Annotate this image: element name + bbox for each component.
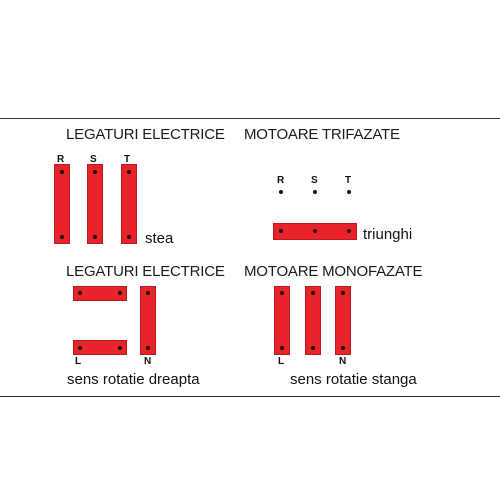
terminal-label-s: S <box>311 175 318 186</box>
terminal-dot <box>78 291 82 295</box>
terminal-label-l: L <box>75 356 82 367</box>
terminal-dot <box>341 346 345 350</box>
terminal-dot <box>279 190 283 194</box>
terminal-dot <box>146 291 150 295</box>
terminal-label-n: N <box>339 356 347 367</box>
terminal-dot <box>280 291 284 295</box>
terminal-dot <box>347 229 351 233</box>
terminal-dot <box>313 190 317 194</box>
left-rotation-caption: sens rotatie stanga <box>290 371 417 388</box>
bottom-horizontal-bar <box>73 340 127 355</box>
three-phase-title-right: MOTOARE TRIFAZATE <box>244 126 400 143</box>
terminal-label-s: S <box>90 154 97 165</box>
terminal-dot <box>127 235 131 239</box>
terminal-label-t: T <box>124 154 131 165</box>
terminal-dot <box>93 235 97 239</box>
single-phase-title-right: MOTOARE MONOFAZATE <box>244 263 423 280</box>
terminal-dot <box>313 229 317 233</box>
terminal-label-n: N <box>144 356 152 367</box>
single-phase-title-left: LEGATURI ELECTRICE <box>66 263 225 280</box>
star-bar-r <box>54 164 70 244</box>
terminal-label-r: R <box>57 154 65 165</box>
top-horizontal-bar <box>73 286 127 301</box>
terminal-dot <box>146 346 150 350</box>
terminal-dot <box>341 291 345 295</box>
vertical-bar <box>274 286 290 355</box>
right-rotation-caption: sens rotatie dreapta <box>67 371 200 388</box>
terminal-dot <box>118 346 122 350</box>
terminal-dot <box>78 346 82 350</box>
vertical-bar <box>140 286 156 355</box>
terminal-dot <box>311 291 315 295</box>
three-phase-panel: LEGATURI ELECTRICE MOTOARE TRIFAZATE R S… <box>0 118 500 259</box>
vertical-bar <box>305 286 321 355</box>
terminal-label-t: T <box>345 175 352 186</box>
delta-caption: triunghi <box>363 226 413 243</box>
terminal-dot <box>60 170 64 174</box>
vertical-bar <box>335 286 351 355</box>
terminal-label-l: L <box>278 356 285 367</box>
star-bar-s <box>87 164 103 244</box>
star-caption: stea <box>145 230 174 247</box>
star-bar-t <box>121 164 137 244</box>
terminal-dot <box>347 190 351 194</box>
terminal-dot <box>279 229 283 233</box>
terminal-dot <box>127 170 131 174</box>
terminal-dot <box>280 346 284 350</box>
terminal-dot <box>118 291 122 295</box>
terminal-label-r: R <box>277 175 285 186</box>
terminal-dot <box>60 235 64 239</box>
three-phase-title-left: LEGATURI ELECTRICE <box>66 126 225 143</box>
terminal-dot <box>311 346 315 350</box>
single-phase-panel: LEGATURI ELECTRICE MOTOARE MONOFAZATE L … <box>0 258 500 397</box>
terminal-dot <box>93 170 97 174</box>
